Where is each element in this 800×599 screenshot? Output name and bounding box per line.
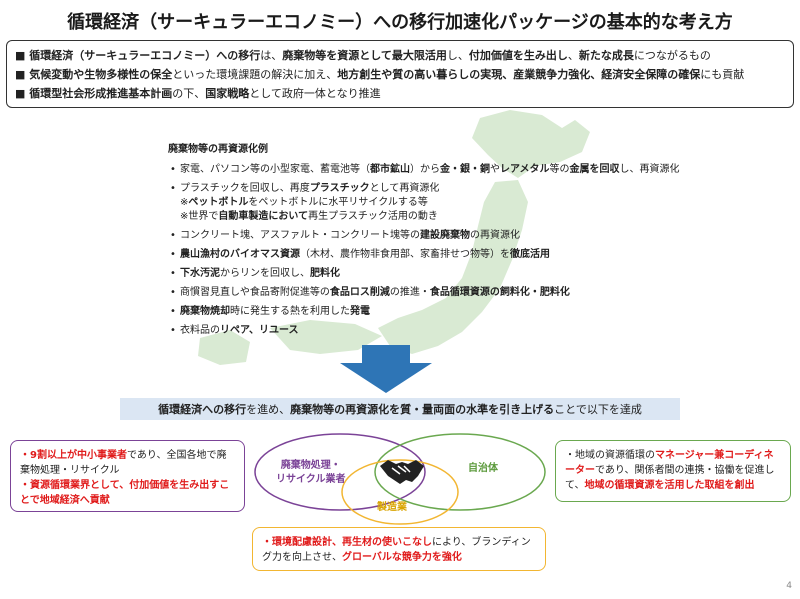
text-run: 廃棄物等の再資源化を質・量両面の水準を引き上げる [290,403,555,416]
summary-line-3: ■ 循環型社会形成推進基本計画の下、国家戦略として政府一体となり推進 [15,84,785,103]
text-run: 商慣習見直しや食品寄附促進等の [180,287,330,298]
venn-label-mfg: 製造業 [377,502,407,513]
text-run: 衣料品の [180,325,220,336]
examples-title: 廃棄物等の再資源化例 [168,144,268,155]
examples-list: 家電、パソコン等の小型家電、蓄電池等（都市鉱山）から金・銀・銅やレアメタル等の金… [168,163,680,338]
text-run: として政府一体となり推進 [249,87,381,100]
text-run: 地方創生や質の高い暮らしの実現、産業競争力強化、経済安全保障の確保 [337,68,701,81]
text-run: ・地域の資源循環の [565,450,655,461]
page-title: 循環経済（サーキュラーエコノミー）への移行加速化パッケージの基本的な考え方 [67,12,733,33]
example-item-plastics: プラスチックを回収し、再度プラスチックとして再資源化 ※ペットボトルをペットボト… [168,182,638,224]
text-run: 家電、パソコン等の小型家電、蓄電池等（ [180,164,370,175]
municipality-box: ・地域の資源循環のマネージャー兼コーディネーターであり、関係者間の連携・協働を促… [555,440,791,502]
text-run: 金属を回収 [569,164,620,175]
page-number: 4 [786,581,792,591]
example-item-sewage: 下水汚泥からリンを回収し、肥料化 [168,267,638,281]
manufacturing-box: ・環境配慮設計、再生材の使いこなしにより、ブランディング力を向上させ、グローバル… [252,527,546,571]
text-run: 時に発生する熱を利用した [230,306,350,317]
handshake-icon [380,460,424,484]
text-run: 金・銀・銅 [440,164,490,175]
text-run: 国家戦略 [205,87,250,100]
text-run: 農山漁村のバイオマス資源 [180,249,300,260]
goal-banner: 循環経済への移行を進め、廃棄物等の再資源化を質・量両面の水準を引き上げることで以… [120,398,680,420]
text-run: 循環経済への移行 [158,403,247,416]
text-run: の再資源化 [470,230,520,241]
text-run: ・資源循環業界として、付加価値を生み出すことで地域経済へ貢献 [20,480,230,506]
text-run: 等の [549,164,570,175]
text-run: からリンを回収し、 [220,268,310,279]
example-item-incineration: 廃棄物焼却時に発生する熱を利用した発電 [168,305,638,319]
venn-circle-gov [374,433,546,511]
text-run: 食品ロス削減 [329,287,390,298]
text-run: 自動車製造において [218,211,309,222]
text-run: であり、関係者間の連携・協働を促進して、 [565,465,775,491]
text-run: や [490,164,500,175]
text-run: リペア、リユース [220,325,299,336]
text-run: グローバルな競争力を強化 [342,552,462,563]
text-run: の推進・ [389,287,430,298]
text-run: 付加価値を生み出し [468,49,568,62]
recycling-examples: 廃棄物等の再資源化例 家電、パソコン等の小型家電、蓄電池等（都市鉱山）から金・銀… [168,140,680,343]
example-item-construction: コンクリート塊、アスファルト・コンクリート塊等の建設廃棄物の再資源化 [168,229,638,243]
text-run: にも貢献 [700,68,745,81]
text-run: ・環境配慮設計、再生材の使いこなし [262,537,432,548]
text-run: 、 [567,49,579,62]
text-run: 再生プラスチック活用の動き [308,211,438,222]
venn-circle-waste [254,433,426,511]
venn-label-gov: 自治体 [468,463,498,474]
text-run: は、 [260,49,283,62]
text-run: プラスチック [309,183,370,194]
text-run: であり、全国各地で廃棄物処理・リサイクル [20,450,227,476]
text-run: ことで以下を達成 [554,403,642,416]
text-run: をペットボトルに水平リサイクルする等 [248,197,428,208]
example-item-biomass: 農山漁村のバイオマス資源（木材、農作物非食用部、家畜排せつ物等）を徹底活用 [168,248,638,262]
summary-box: ■ 循環経済（サーキュラーエコノミー）への移行は、廃棄物等を資源として最大限活用… [6,40,794,108]
text-run: プラスチックを回収し、再度 [180,183,310,194]
text-run: 徹底活用 [510,249,550,260]
text-run: レアメタル [500,164,550,175]
text-run: につながるもの [633,49,711,62]
text-run: の下、 [172,87,206,100]
text-run: （木材、農作物非食用部、家畜排せつ物等）を [300,249,510,260]
text-run: し、再資源化 [619,164,680,175]
waste-industry-box: ・9割以上が中小事業者であり、全国各地で廃棄物処理・リサイクル ・資源循環業界と… [10,440,245,512]
text-run: を進め、 [246,403,291,416]
text-run: 地域の循環資源を活用した取組を創出 [584,480,755,491]
example-item-metals: 家電、パソコン等の小型家電、蓄電池等（都市鉱山）から金・銀・銅やレアメタル等の金… [168,163,680,177]
text-run: ■ 循環型社会形成推進基本計画 [15,87,173,100]
text-run: ・9割以上が中小事業者 [20,450,127,461]
venn-diagram [254,433,546,525]
text-run: ）から [410,164,440,175]
venn-label-waste: 廃棄物処理・ リサイクル業者 [276,460,346,485]
text-run: ■ 循環経済（サーキュラーエコノミー）への移行 [15,49,261,62]
text-run: コンクリート塊、アスファルト・コンクリート塊等の [180,230,420,241]
text-run: として再資源化 [369,183,440,194]
venn-circle-mfg [341,459,459,525]
text-run: 新たな成長 [578,49,634,62]
text-run: 肥料化 [310,268,340,279]
text-run: 廃棄物焼却 [180,306,230,317]
text-run: により、ブランディング力を向上させ、 [262,537,531,563]
example-item-food-loss: 商慣習見直しや食品寄附促進等の食品ロス削減の推進・食品循環資源の飼料化・肥料化 [168,286,638,300]
summary-line-1: ■ 循環経済（サーキュラーエコノミー）への移行は、廃棄物等を資源として最大限活用… [15,46,785,65]
text-run: ■ 気候変動や生物多様性の保全 [15,68,173,81]
summary-line-2: ■ 気候変動や生物多様性の保全といった環境課題の解決に加え、地方創生や質の高い暮… [15,65,785,84]
down-arrow-icon [340,345,432,393]
text-run: といった環境課題の解決に加え、 [172,68,338,81]
text-run: ※世界で [180,211,219,222]
text-run: 廃棄物等を資源として最大限活用 [282,49,447,62]
example-item-clothing: 衣料品のリペア、リユース [168,324,638,338]
text-run: 発電 [350,306,370,317]
text-run: マネージャー兼コーディネーター [565,450,774,476]
text-run: 建設廃棄物 [420,230,470,241]
text-run: し、 [446,49,469,62]
text-run: 下水汚泥 [180,268,220,279]
text-run: 食品循環資源の飼料化・肥料化 [429,287,570,298]
text-run: 都市鉱山 [370,164,410,175]
text-run: ※ [180,197,189,208]
text-run: ペットボトル [188,197,249,208]
